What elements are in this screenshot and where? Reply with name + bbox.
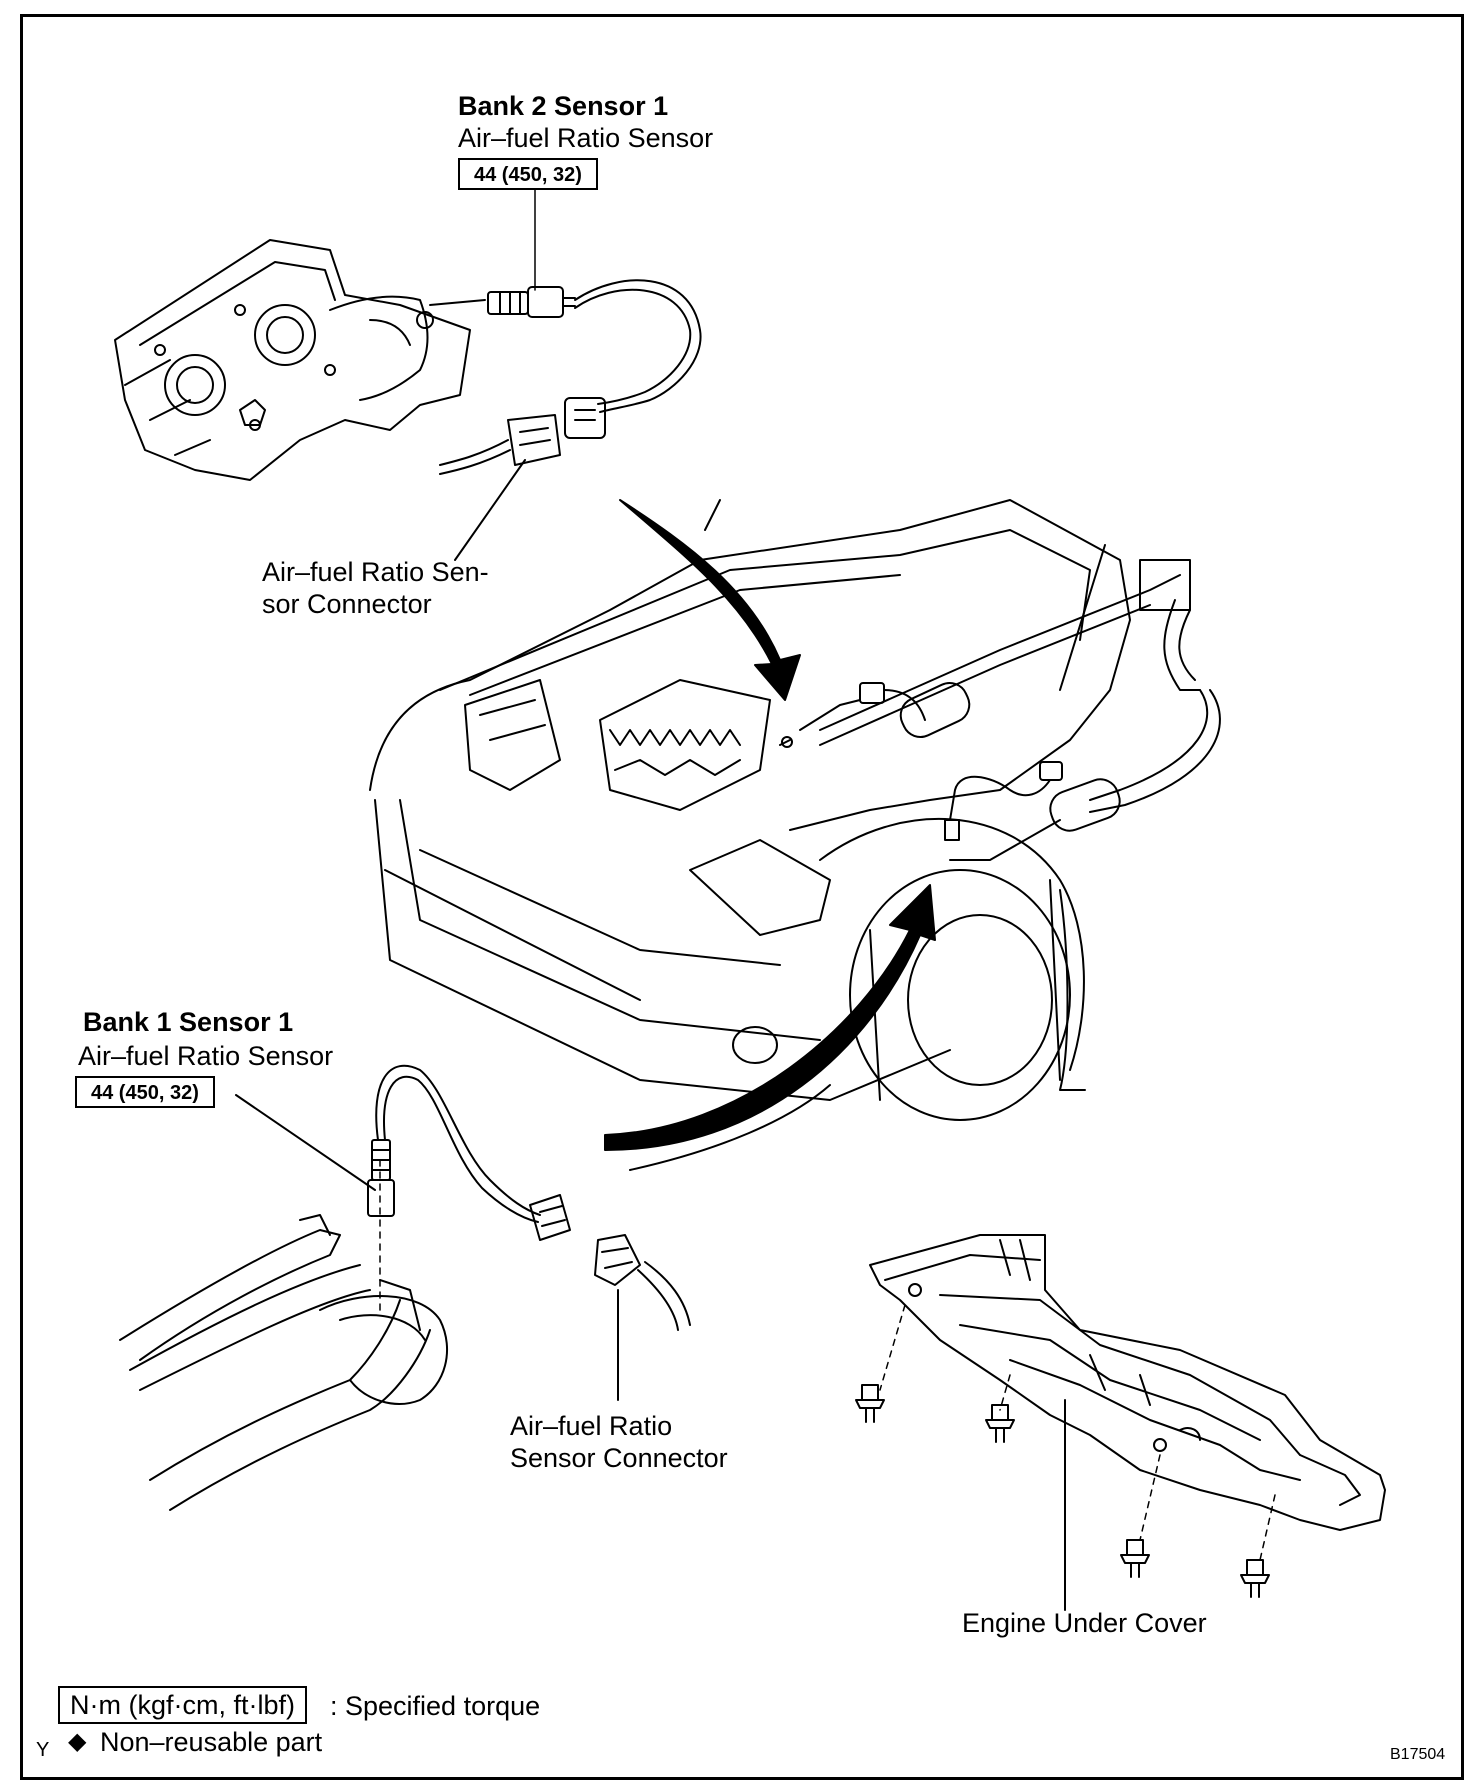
lower-pointer-arrow <box>604 884 936 1151</box>
bank1-torque-leader <box>235 1094 376 1191</box>
upper-pointer-arrow <box>619 499 801 701</box>
bank1-connector-label-line2: Sensor Connector <box>510 1443 728 1473</box>
bank2-subtitle: Air–fuel Ratio Sensor <box>458 123 714 153</box>
legend-side-letter: Y <box>36 1739 50 1761</box>
bank2-sensor-plug <box>564 397 606 439</box>
bank2-sensor <box>429 189 702 475</box>
under-cover-bolts <box>855 1304 1276 1598</box>
bank1-sensor <box>367 1064 691 1331</box>
legend-torque-desc: : Specified torque <box>330 1691 541 1721</box>
vehicle-sensor-bank1-location <box>944 761 1063 841</box>
legend-torque-unit-box: N·m (kgf·cm, ft·lbf) <box>58 1686 307 1724</box>
diagram-frame <box>20 14 1464 1780</box>
bank1-title: Bank 1 Sensor 1 <box>83 1007 294 1037</box>
bank1-torque-box: 44 (450, 32) <box>75 1076 215 1108</box>
bank2-torque-box: 44 (450, 32) <box>458 158 598 190</box>
legend-nonreusable: Non–reusable part <box>100 1727 323 1757</box>
vehicle-sensor-bank2-location <box>779 682 926 748</box>
bank2-connector-leader <box>454 459 526 561</box>
exhaust-system <box>819 559 1221 861</box>
bank2-connector-label-line1: Air–fuel Ratio Sen- <box>262 557 489 587</box>
bank1-connector-label-line1: Air–fuel Ratio <box>510 1411 673 1441</box>
bank2-connector-label-line2: sor Connector <box>262 589 432 619</box>
bank2-harness-connector <box>507 414 561 466</box>
bank2-exhaust-manifold <box>114 239 471 481</box>
legend-diamond-icon: ◆ <box>68 1728 87 1755</box>
lower-arrow-tail <box>629 1084 831 1171</box>
vehicle-front <box>369 499 1131 1121</box>
under-cover-label: Engine Under Cover <box>962 1608 1207 1638</box>
bank2-title: Bank 2 Sensor 1 <box>458 91 669 121</box>
bank1-exhaust-manifold <box>119 1159 449 1511</box>
bank1-harness-connector <box>594 1234 641 1286</box>
figure-code: B17504 <box>1390 1746 1446 1763</box>
engine-under-cover <box>869 1234 1386 1531</box>
bank1-subtitle: Air–fuel Ratio Sensor <box>78 1041 334 1071</box>
